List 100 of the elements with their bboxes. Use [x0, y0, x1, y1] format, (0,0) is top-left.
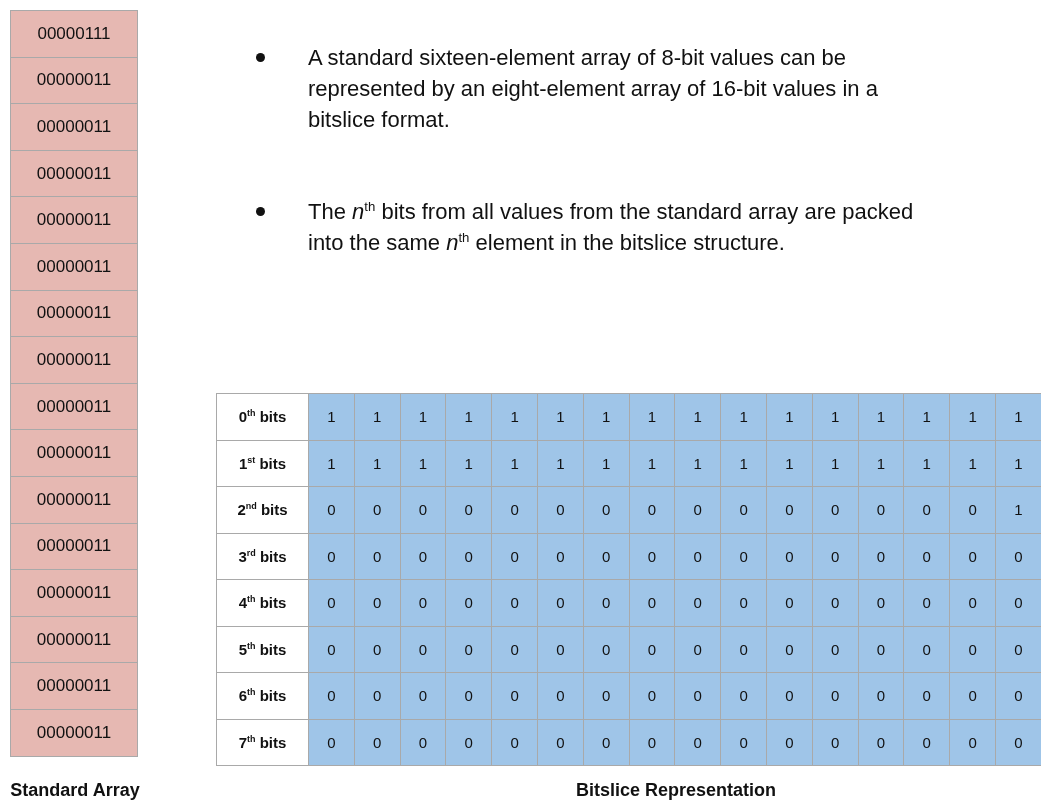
bit-cell: 1	[445, 439, 493, 487]
bit-cell: 0	[903, 579, 951, 627]
bit-cell: 0	[857, 579, 905, 627]
bit-cell: 0	[353, 486, 401, 534]
bit-cell: 0	[811, 625, 859, 673]
bullet-text: The n$^{th}$ bits from all values from the standard array are packed into the same n$^{th}$ element in the bitslice structure.	[308, 197, 915, 257]
bit-cell: 0	[399, 486, 447, 534]
bit-cell: 0	[582, 625, 630, 673]
bit-cell: 0	[537, 532, 584, 580]
bit-cell: 0	[628, 486, 676, 534]
array-cell: 00000011	[10, 429, 138, 477]
bit-cell: 1	[491, 393, 538, 441]
bit-cell: 0	[811, 579, 859, 627]
bit-cell: 0	[674, 672, 722, 720]
bit-cell: 0	[353, 579, 401, 627]
bit-cell: 1	[720, 393, 767, 441]
bit-cell: 0	[674, 718, 722, 766]
bit-cell: 0	[857, 672, 905, 720]
bit-cell: 0	[674, 579, 722, 627]
bit-cell: 0	[720, 579, 767, 627]
bit-cell: 0	[766, 579, 813, 627]
bit-cell: 0	[811, 532, 859, 580]
array-cell: 00000011	[10, 243, 138, 291]
array-cell: 00000011	[10, 476, 138, 524]
bit-cell: 0	[674, 625, 722, 673]
bit-cell: 0	[949, 718, 996, 766]
array-cell: 00000011	[10, 662, 138, 710]
bit-cell: 0	[537, 625, 584, 673]
bit-cell: 1	[353, 439, 401, 487]
bit-cell: 1	[491, 439, 538, 487]
bit-cell: 1	[811, 439, 859, 487]
bit-cell: 0	[491, 532, 538, 580]
bit-cell: 0	[445, 486, 493, 534]
bit-cell: 0	[811, 718, 859, 766]
bit-cell: 1	[582, 439, 630, 487]
bit-cell: 0	[674, 532, 722, 580]
bit-cell: 0	[491, 486, 538, 534]
bit-cell: 0	[537, 718, 584, 766]
row-header-cell: 7$^{th}$ bits	[216, 718, 309, 766]
bit-cell: 1	[766, 439, 813, 487]
bit-cell: 0	[582, 672, 630, 720]
bit-cell: 0	[995, 532, 1041, 580]
bit-cell: 0	[903, 718, 951, 766]
bit-cell: 0	[308, 532, 355, 580]
bit-cell: 1	[811, 393, 859, 441]
bit-cell: 0	[582, 486, 630, 534]
bit-cell: 1	[445, 393, 493, 441]
bit-cell: 0	[308, 718, 355, 766]
bit-cell: 1	[949, 393, 996, 441]
bit-cell: 0	[720, 718, 767, 766]
bit-cell: 0	[537, 672, 584, 720]
bit-cell: 0	[445, 718, 493, 766]
bit-cell: 1	[308, 393, 355, 441]
bit-cell: 1	[903, 439, 951, 487]
bit-cell: 0	[353, 672, 401, 720]
bit-cell: 1	[766, 393, 813, 441]
bit-cell: 0	[995, 579, 1041, 627]
bit-cell: 0	[766, 718, 813, 766]
bit-cell: 0	[949, 672, 996, 720]
bit-cell: 0	[628, 579, 676, 627]
bit-cell: 0	[949, 579, 996, 627]
bit-cell: 0	[811, 486, 859, 534]
bit-cell: 1	[949, 439, 996, 487]
bit-cell: 1	[995, 393, 1041, 441]
bit-cell: 1	[995, 439, 1041, 487]
bit-cell: 0	[537, 579, 584, 627]
bit-cell: 0	[445, 672, 493, 720]
bit-cell: 0	[766, 486, 813, 534]
bit-cell: 0	[903, 486, 951, 534]
bit-cell: 0	[949, 532, 996, 580]
bit-cell: 0	[491, 672, 538, 720]
array-cell: 00000011	[10, 522, 138, 571]
array-caption: Standard Array	[9, 780, 141, 802]
array-cell: 00000011	[10, 56, 138, 105]
bit-cell: 0	[308, 486, 355, 534]
bit-cell: 0	[811, 672, 859, 720]
array-cell: 00000011	[10, 382, 138, 431]
bit-cell: 0	[582, 579, 630, 627]
bit-cell: 1	[995, 486, 1041, 534]
bit-cell: 1	[537, 393, 584, 441]
bit-cell: 1	[857, 393, 905, 441]
table-caption: Bitslice Representation	[574, 780, 778, 802]
bit-cell: 1	[628, 393, 676, 441]
bit-cell: 0	[628, 672, 676, 720]
bit-cell: 0	[995, 672, 1041, 720]
array-cell: 00000011	[10, 289, 138, 338]
bit-cell: 0	[582, 532, 630, 580]
bit-cell: 0	[766, 532, 813, 580]
bit-cell: 0	[308, 672, 355, 720]
bit-cell: 1	[674, 439, 722, 487]
row-header-cell: 0$^{th}$ bits	[216, 393, 309, 441]
bit-cell: 1	[399, 393, 447, 441]
bit-cell: 0	[399, 579, 447, 627]
bit-cell: 0	[720, 532, 767, 580]
bit-cell: 0	[766, 672, 813, 720]
bit-cell: 0	[353, 625, 401, 673]
bit-cell: 0	[491, 625, 538, 673]
bit-cell: 0	[674, 486, 722, 534]
bit-cell: 0	[399, 672, 447, 720]
bit-cell: 1	[537, 439, 584, 487]
